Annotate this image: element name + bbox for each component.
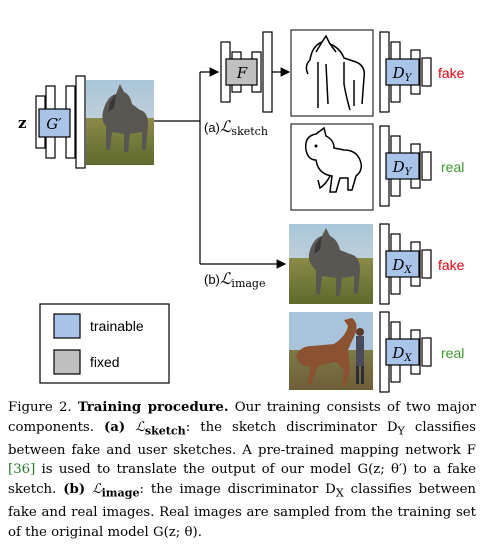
discriminator-core <box>385 58 420 86</box>
input-z-label: z <box>18 114 27 132</box>
image-discriminator-real: DX <box>379 311 432 393</box>
caption-part-b-sub2: X <box>335 486 344 500</box>
caption-part-b-label: (b) <box>63 482 86 498</box>
fake-label-sketch: fake <box>438 65 465 81</box>
generated-horse-image <box>86 80 154 165</box>
discriminator-layer <box>421 151 432 181</box>
legend: trainable fixed <box>39 303 170 384</box>
discriminator-label: DY <box>392 158 413 178</box>
caption-part-b-sub: image <box>101 486 140 500</box>
discriminator-label: DX <box>391 256 412 276</box>
discriminator-layer <box>421 337 432 367</box>
mapping-label: F <box>236 64 248 82</box>
caption-part-b-text2: classifies between fake and real images.… <box>8 482 477 540</box>
caption-part-a-text2: classifies between fake and user sketche… <box>8 419 476 458</box>
citation-link[interactable]: [36] <box>8 462 36 478</box>
fake-sketch-image <box>290 29 374 117</box>
real-label-sketch: real <box>441 159 464 175</box>
discriminator-layer <box>421 57 432 87</box>
caption-part-a-sub2: Y <box>397 424 405 438</box>
discriminator-core <box>385 250 420 278</box>
real-user-sketch-image <box>290 123 374 211</box>
caption-part-b-symbol: ℒ <box>92 482 102 498</box>
mapping-layer <box>262 31 273 113</box>
image-loss-label: (b)ℒimage <box>204 269 265 290</box>
caption-part-a-label: (a) <box>104 419 126 435</box>
image-discriminator-fake: DX <box>379 223 432 305</box>
legend-label-fixed: fixed <box>90 354 120 370</box>
fake-label-image: fake <box>438 257 465 273</box>
caption-part-a-sub: sketch <box>144 424 186 438</box>
generated-horse-image-b <box>289 224 373 304</box>
generator-network: G′ <box>35 75 86 169</box>
training-procedure-diagram: z G′ F (a)ℒsketch (b)ℒimage <box>18 29 465 393</box>
legend-swatch-trainable <box>53 313 81 339</box>
sketch-discriminator-real: DY <box>379 125 432 207</box>
generator-layer <box>75 75 86 169</box>
caption-part-a-text3: is used to translate the output of our m… <box>8 462 476 498</box>
generator-core <box>38 108 71 138</box>
discriminator-layer <box>421 249 432 279</box>
generator-label: G′ <box>46 115 62 133</box>
discriminator-core <box>385 152 420 180</box>
caption-part-a-symbol: ℒ <box>135 419 145 435</box>
figure-number: Figure 2. <box>8 400 72 415</box>
legend-label-trainable: trainable <box>90 318 144 334</box>
sketch-loss-label: (a)ℒsketch <box>204 117 268 138</box>
caption-part-b-text: : the image discriminator D <box>139 482 336 498</box>
discriminator-core <box>385 338 420 366</box>
caption-intro: Our training consists of two major compo… <box>8 400 476 435</box>
caption-title: Training procedure. <box>77 400 229 415</box>
mapping-core <box>225 58 258 86</box>
mapping-network: F <box>220 31 273 113</box>
sketch-discriminator-fake: DY <box>379 31 432 113</box>
caption-part-a-text: : the sketch discriminator D <box>185 419 398 435</box>
real-label-image: real <box>441 345 464 361</box>
legend-swatch-fixed <box>53 349 81 375</box>
discriminator-label: DY <box>392 64 413 84</box>
discriminator-label: DX <box>391 344 412 364</box>
figure-caption: Figure 2. Training procedure. Our traini… <box>8 398 476 542</box>
real-horse-image <box>289 312 373 390</box>
